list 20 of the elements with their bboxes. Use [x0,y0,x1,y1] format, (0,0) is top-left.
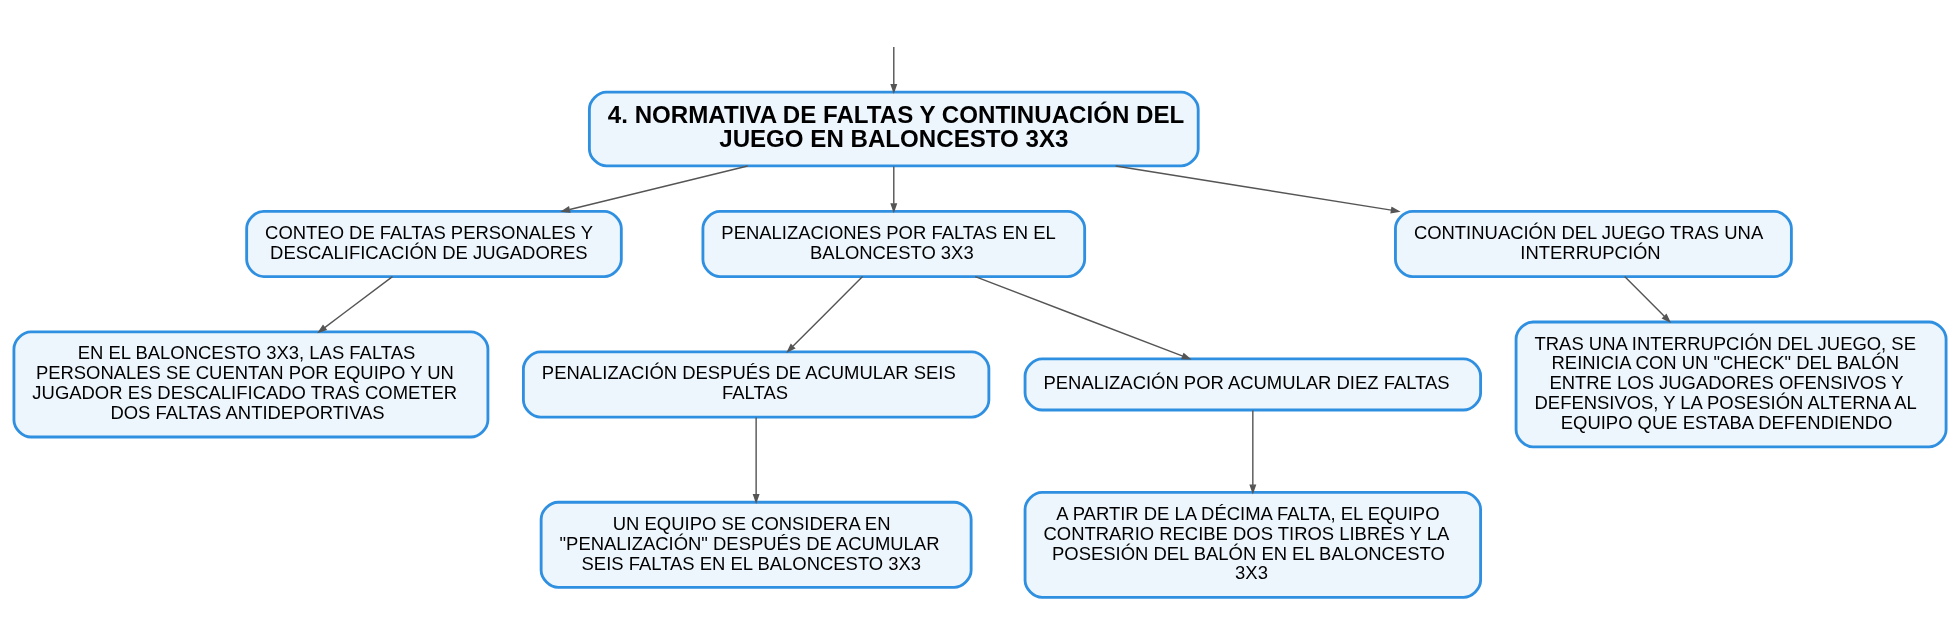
node-box: 4. NORMATIVA DE FALTAS Y CONTINUACIÓN DEL JUEGO EN BALONCESTO 3X3 [587,90,1200,168]
node-box: CONTINUACIÓN DEL JUEGO TRAS UNA INTERRUPCIÓN [1394,209,1793,279]
node-box: UN EQUIPO SE CONSIDERA EN "PENALIZACIÓN" DESPUÉS DE ACUMULAR SEIS FALTAS EN EL BALONCESTO 3X3 [539,500,973,589]
arrow [1249,409,1257,495]
arrow [890,46,898,94]
node-box: CONTEO DE FALTAS PERSONALES Y DESCALIFICACIÓN DE JUGADORES [245,209,623,279]
arrow [890,165,898,214]
arrow [317,275,394,334]
node-box: EN EL BALONCESTO 3X3, LAS FALTAS PERSONALES SE CUENTAN POR EQUIPO Y UN JUGADOR ES DESCALIFICADO TRAS COMETER DOS FALTAS ANTIDEPORTIVAS [12,330,490,439]
arrow [974,275,1192,360]
node-box: PENALIZACIÓN POR ACUMULAR DIEZ FALTAS [1023,357,1482,412]
node-box: TRAS UNA INTERRUPCIÓN DEL JUEGO, SE REINICIA CON UN "CHECK" DEL BALÓN ENTRE LOS JUGADORES OFENSIVOS Y DEFENSIVOS, Y LA POSESIÓN ALTERNA AL EQUIPO QUE ESTABA DEFENDIENDO [1514,320,1948,449]
arrow [1623,275,1672,324]
arrow [786,275,864,353]
node-box: A PARTIR DE LA DÉCIMA FALTA, EL EQUIPO CONTRARIO RECIBE DOS TIROS LIBRES Y LA POSESIÓN DEL BALÓN EN EL BALONCESTO 3X3 [1023,490,1482,599]
node-box: PENALIZACIÓN DESPUÉS DE ACUMULAR SEIS FALTAS [521,350,991,419]
arrow [1114,165,1401,214]
arrow [752,416,760,504]
node-box: PENALIZACIONES POR FALTAS EN EL BALONCESTO 3X3 [701,209,1087,279]
arrow [560,165,749,213]
